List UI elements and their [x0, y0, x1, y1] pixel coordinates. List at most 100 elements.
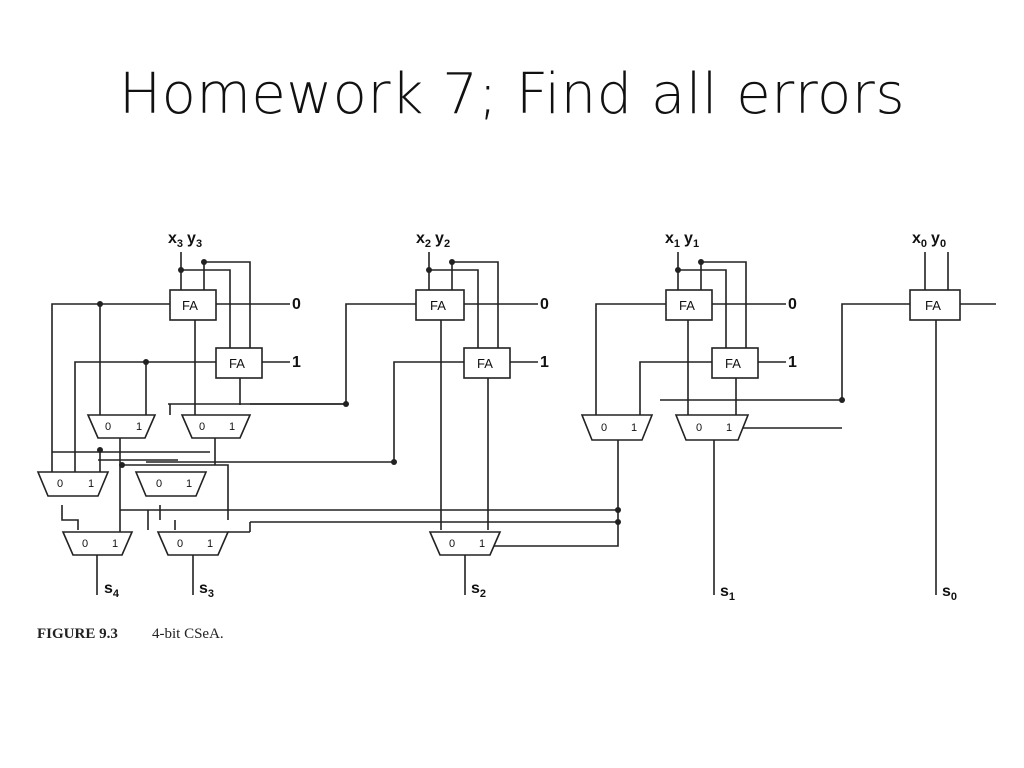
mux-s4: 0 1	[61, 531, 134, 556]
mux-in1: 1	[88, 478, 94, 490]
const-zero: 0	[540, 296, 549, 313]
input-y0: y	[931, 230, 940, 247]
mux-in1: 1	[229, 421, 235, 433]
input-x1-index: 1	[674, 238, 680, 250]
fa-1a: FA	[665, 289, 713, 321]
output-s3: s	[199, 580, 208, 597]
input-y1-index: 1	[693, 238, 699, 250]
junction-dot	[97, 447, 103, 453]
mux-s2: 0 1	[428, 531, 502, 556]
slide-title: Homework 7; Find all errors	[119, 62, 905, 127]
input-y2: y	[435, 230, 444, 247]
fa-2b: FA	[463, 347, 511, 379]
junction-dot	[178, 267, 184, 273]
junction-dot	[698, 259, 704, 265]
junction-dot	[675, 267, 681, 273]
svg-text:s4: s4	[104, 580, 120, 600]
const-one: 1	[292, 354, 301, 371]
junction-dot	[119, 462, 125, 468]
output-s1-index: 1	[729, 591, 735, 603]
svg-text:s3: s3	[199, 580, 214, 600]
input-x1: x	[665, 230, 674, 247]
mux-in0: 0	[177, 538, 183, 550]
mux-3b: 0 1	[180, 414, 252, 439]
junction-dot	[839, 397, 845, 403]
fa-3a: FA	[169, 289, 217, 321]
output-labels: s4 s3 s2 s1 s0	[104, 580, 957, 603]
input-x0: x	[912, 230, 921, 247]
mux-in0: 0	[601, 422, 607, 434]
junction-dot	[391, 459, 397, 465]
junction-dot	[615, 507, 621, 513]
output-s2: s	[471, 580, 480, 597]
fa-label: FA	[725, 356, 741, 371]
fa-1b: FA	[711, 347, 759, 379]
mux-3a: 0 1	[86, 414, 157, 439]
circuit-diagram: FA FA FA FA FA FA FA 0 1 0 1 0 1 0 1 0 1	[36, 230, 996, 603]
output-s3-index: 3	[208, 588, 214, 600]
fa-label: FA	[477, 356, 493, 371]
svg-text:s1: s1	[720, 583, 735, 603]
mux-s1: 0 1	[674, 414, 750, 441]
const-one: 1	[540, 354, 549, 371]
input-y3-index: 3	[196, 238, 202, 250]
input-x3-index: 3	[177, 238, 183, 250]
mux-s3: 0 1	[156, 531, 230, 556]
svg-text:s0: s0	[942, 583, 957, 603]
fa-2a: FA	[415, 289, 465, 321]
mux-in0: 0	[57, 478, 63, 490]
input-x3: x	[168, 230, 177, 247]
const-zero: 0	[788, 296, 797, 313]
mux-in1: 1	[207, 538, 213, 550]
junction-dot	[143, 359, 149, 365]
mux-in1: 1	[136, 421, 142, 433]
input-x0-index: 0	[921, 238, 927, 250]
input-y0-index: 0	[940, 238, 946, 250]
input-x2-index: 2	[425, 238, 431, 250]
mux-in0: 0	[105, 421, 111, 433]
junction-dot	[97, 301, 103, 307]
mux-in1: 1	[186, 478, 192, 490]
junctions	[97, 259, 845, 525]
fa-0: FA	[909, 289, 961, 321]
mux-in1: 1	[726, 422, 732, 434]
const-zero: 0	[292, 296, 301, 313]
figure-caption-label: FIGURE 9.3	[37, 626, 118, 642]
fa-label: FA	[430, 298, 446, 313]
junction-dot	[426, 267, 432, 273]
mux-in0: 0	[82, 538, 88, 550]
mux-in1: 1	[479, 538, 485, 550]
mux-in1: 1	[112, 538, 118, 550]
mux-4b: 0 1	[134, 471, 208, 497]
fa-label: FA	[229, 356, 245, 371]
junction-dot	[449, 259, 455, 265]
junction-dot	[615, 519, 621, 525]
mux-1a: 0 1	[580, 414, 654, 441]
output-s4-index: 4	[113, 588, 120, 600]
junction-dot	[343, 401, 349, 407]
figure-caption-text: 4-bit CSeA.	[152, 626, 224, 642]
junction-dot	[201, 259, 207, 265]
fa-label: FA	[679, 298, 695, 313]
input-y3: y	[187, 230, 196, 247]
input-y2-index: 2	[444, 238, 450, 250]
mux-4a: 0 1	[36, 471, 110, 497]
fa-label: FA	[182, 298, 198, 313]
mux-in1: 1	[631, 422, 637, 434]
output-s2-index: 2	[480, 588, 486, 600]
mux-in0: 0	[449, 538, 455, 550]
fa-label: FA	[925, 298, 941, 313]
output-s0: s	[942, 583, 951, 600]
cse-adder-figure: FA FA FA FA FA FA FA 0 1 0 1 0 1 0 1 0 1	[0, 210, 1024, 660]
mux-in0: 0	[156, 478, 162, 490]
output-s1: s	[720, 583, 729, 600]
input-y1: y	[684, 230, 693, 247]
output-s0-index: 0	[951, 591, 957, 603]
svg-text:s2: s2	[471, 580, 486, 600]
mux-in0: 0	[199, 421, 205, 433]
